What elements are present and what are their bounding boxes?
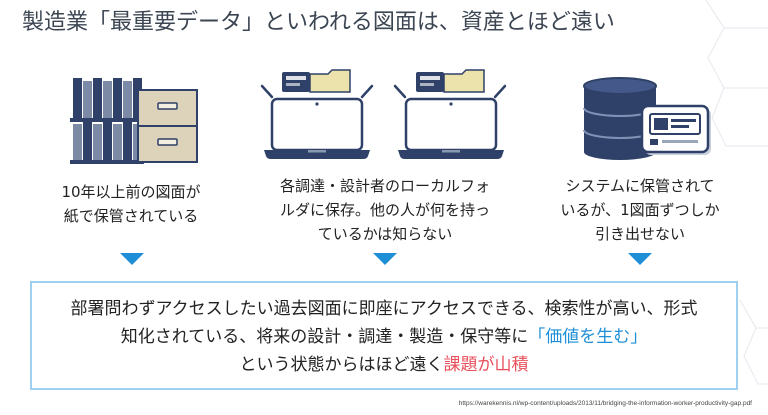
down-triangle-icon (628, 253, 652, 265)
filing-cabinet (137, 89, 198, 163)
summary-text: 部署問わずアクセスしたい過去図面に即座にアクセスできる、検索性が高い、形式 (70, 299, 698, 319)
caption-line: 引き出せない (594, 225, 685, 243)
summary-line-2: 知化されている、将来の設計・調達・製造・保守等に「価値を生む」 (32, 323, 736, 351)
column-caption-paper-storage: 10年以上前の図面が 紙で保管されている (11, 180, 251, 228)
summary-box: 部署問わずアクセスしたい過去図面に即座にアクセスできる、検索性が高い、形式 知化… (30, 281, 738, 390)
caption-line: システムに保管されて (565, 177, 715, 195)
laptop-left (264, 97, 370, 159)
caption-line: ルダに保存。他の人が何を持っ (279, 201, 490, 219)
summary-line-1: 部署問わずアクセスしたい過去図面に即座にアクセスできる、検索性が高い、形式 (32, 295, 736, 323)
folder-right (416, 69, 485, 93)
caption-line: いるが、1図面ずつしか (560, 201, 720, 219)
value-highlight: 「価値を生む」 (528, 327, 648, 347)
caption-line: ているかは知らない (317, 225, 453, 243)
down-triangle-icon (373, 253, 397, 265)
summary-text: という状態からはほど遠く (239, 355, 444, 375)
summary-text: 知化されている、将来の設計・調達・製造・保守等に (120, 327, 529, 347)
summary-line-3: という状態からはほど遠く課題が山積 (32, 351, 736, 379)
source-link[interactable]: https://warekennis.nl/wp-content/uploads… (458, 400, 752, 407)
slide-title: 製造業「最重要データ」といわれる図面は、資産とほど遠い (22, 10, 615, 35)
issue-highlight: 課題が山積 (443, 355, 529, 375)
folder-left (282, 69, 351, 93)
caption-line: 各調達・設計者のローカルフォ (279, 177, 490, 195)
rays (260, 84, 507, 99)
caption-line: 10年以上前の図面が (61, 183, 201, 201)
column-caption-system-storage: システムに保管されて いるが、1図面ずつしか 引き出せない (520, 174, 760, 246)
terminal-window (640, 104, 711, 155)
binder-shelf (70, 78, 144, 164)
laptops-with-local-folders-icon (260, 69, 507, 159)
laptop-right (398, 97, 504, 159)
bookshelf-and-filing-cabinet-icon (70, 78, 198, 164)
down-triangle-icon (120, 253, 144, 265)
column-caption-local-folders: 各調達・設計者のローカルフォ ルダに保存。他の人が何を持っ ているかは知らない (265, 174, 505, 246)
database-and-terminal-icon (583, 77, 711, 160)
caption-line: 紙で保管されている (63, 207, 199, 225)
